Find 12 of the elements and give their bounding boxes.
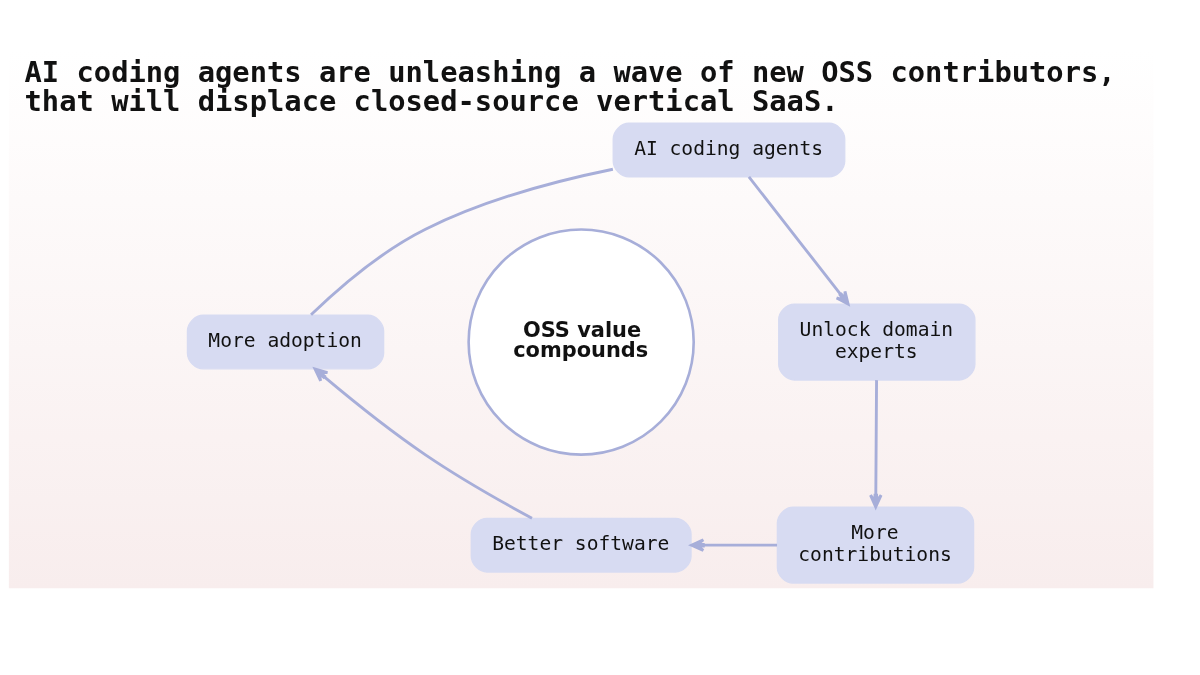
node-box: Unlock domain experts <box>778 302 976 381</box>
arrow <box>869 379 883 508</box>
diagram-title: AI coding agents are unleashing a wave of new OSS contributors, that will displace closed-source vertical SaaS. <box>24 54 1116 118</box>
node-box: AI coding agents <box>612 122 846 178</box>
node-circle: OSS value compounds <box>467 227 695 456</box>
connector <box>310 167 614 316</box>
arrow <box>313 367 533 520</box>
node-box: Better software <box>470 517 692 573</box>
node-box: More adoption <box>186 314 385 369</box>
arrow <box>690 537 778 552</box>
arrow <box>747 175 850 305</box>
node-box: More contributions <box>776 506 975 584</box>
